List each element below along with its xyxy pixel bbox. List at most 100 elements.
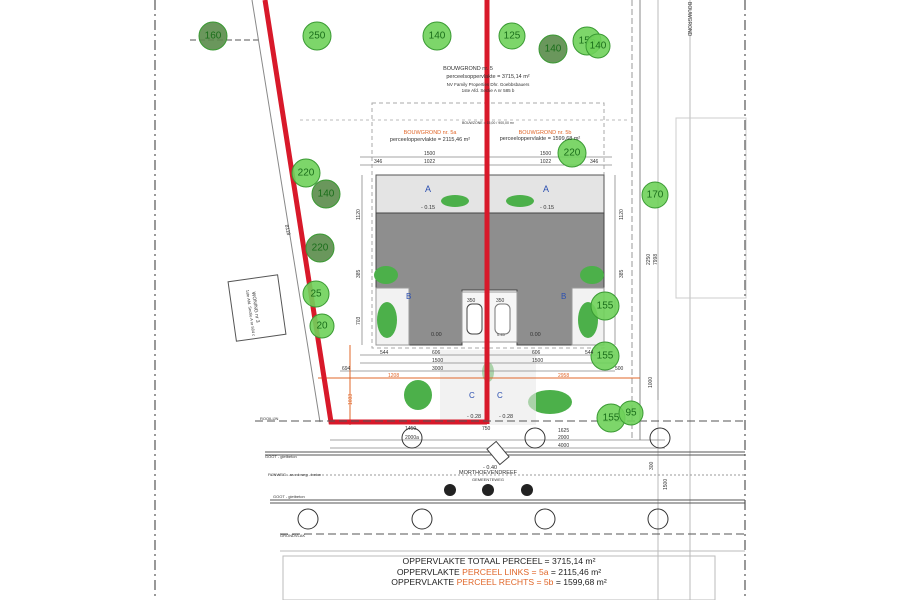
street-trees xyxy=(297,427,671,530)
svg-text:2250: 2250 xyxy=(646,254,652,265)
summary-right-area: = 1599,68 m² xyxy=(553,577,607,587)
svg-text:1625: 1625 xyxy=(558,428,569,434)
svg-text:1500: 1500 xyxy=(424,151,435,157)
summary-left-area: = 2115,46 m² xyxy=(548,566,602,577)
tree-group: 1602501401251401551402201702201402202520… xyxy=(198,21,669,433)
svg-text:300: 300 xyxy=(649,461,655,470)
tree-size-label: 25 xyxy=(310,289,322,300)
svg-text:1120: 1120 xyxy=(356,209,362,220)
zone-b-left: B xyxy=(406,292,411,301)
svg-text:1120: 1120 xyxy=(619,209,625,220)
lot-a-title: BOUWGROND nr. 5a xyxy=(404,130,458,136)
svg-text:7998: 7998 xyxy=(653,254,659,265)
terrace-a xyxy=(375,174,605,216)
summary-right-lot: PERCEEL RECHTS = 5b xyxy=(456,577,554,587)
lot-a-area: perceeloppervlakte = 2115,46 m² xyxy=(390,137,470,143)
svg-text:606: 606 xyxy=(432,350,441,356)
tree-size-label: 250 xyxy=(309,31,326,42)
rooilijn-label: ROOILIJN xyxy=(260,416,279,421)
plot-title: BOUWGROND nr. 5 xyxy=(443,66,493,72)
grondvlak-label: GRONDVLAK xyxy=(280,533,305,538)
tree-circle xyxy=(422,21,452,51)
level-garage: 0.45 xyxy=(497,332,506,337)
tree-size-label: 155 xyxy=(597,351,614,362)
level-a-left: - 0.15 xyxy=(421,205,435,211)
neighbor-left-building xyxy=(227,274,287,342)
svg-text:1208: 1208 xyxy=(388,373,399,379)
svg-text:8118: 8118 xyxy=(283,224,291,236)
street-lamps xyxy=(444,484,533,496)
car-icon xyxy=(466,303,483,335)
tree-circle xyxy=(590,291,620,321)
summary-right-prefix: OPPERVLAKTE xyxy=(391,577,457,587)
tree-circle xyxy=(585,33,611,59)
svg-text:2000: 2000 xyxy=(558,435,569,441)
lot-b-area: perceeloppervlakte = 1599,68 m² xyxy=(500,136,581,142)
svg-text:2958: 2958 xyxy=(558,373,569,379)
tree-circle xyxy=(557,138,587,168)
svg-text:1000: 1000 xyxy=(648,377,654,388)
tree-circle xyxy=(641,181,669,209)
tree-size-label: 140 xyxy=(318,189,335,200)
svg-text:750: 750 xyxy=(482,426,491,432)
tree-circle xyxy=(291,158,321,188)
tree-circle xyxy=(302,280,330,308)
neighbor-left-cadastre: 1ste Afd. Sectie A nr 584 c xyxy=(245,289,256,336)
tree-size-label: 20 xyxy=(316,321,328,332)
tree-size-label: 140 xyxy=(590,41,607,52)
plot-cadastre: 1ste Afd. Sectie A nr 585 b xyxy=(462,88,515,93)
level-c-left: - 0.28 xyxy=(467,414,481,420)
zone-a-right: A xyxy=(543,184,549,194)
tree-circle xyxy=(309,313,335,339)
tree-size-label: 95 xyxy=(625,408,637,419)
plot-owner: NV Family Properties Dhr. Goebbsbauers xyxy=(447,82,531,87)
tree-circle xyxy=(590,341,620,371)
svg-text:544: 544 xyxy=(585,350,594,356)
tree-circle xyxy=(618,400,644,426)
tree-size-label: 140 xyxy=(429,31,446,42)
shrubs xyxy=(374,195,604,414)
svg-text:2000a: 2000a xyxy=(405,435,419,441)
svg-text:385: 385 xyxy=(356,269,362,278)
svg-text:606: 606 xyxy=(532,350,541,356)
plot-total-area: perceelsoppervlakte = 3715,14 m² xyxy=(446,74,529,80)
svg-text:1500: 1500 xyxy=(540,151,551,157)
summary-box xyxy=(282,555,716,600)
svg-text:1500: 1500 xyxy=(432,358,443,364)
tree-size-label: 140 xyxy=(545,44,562,55)
left-plot-line xyxy=(251,0,321,423)
level-a-right: - 0.15 xyxy=(540,205,554,211)
neighbor-right-label: BOUWGROND xyxy=(686,2,692,37)
summary-left-prefix: OPPERVLAKTE xyxy=(396,566,463,577)
svg-text:3000: 3000 xyxy=(432,366,443,372)
tree-size-label: 125 xyxy=(504,31,521,42)
svg-text:1500: 1500 xyxy=(663,479,669,490)
summary-total: OPPERVLAKTE TOTAAL PERCEEL = 3715,14 m² xyxy=(402,556,596,566)
property-line-left-lot xyxy=(262,0,487,425)
tree-circle xyxy=(538,34,568,64)
neighbor-left-label: WONING nr 3 xyxy=(250,291,260,323)
gutter-label: GOOT - gietbeton xyxy=(265,454,297,459)
path-label: FIJNWEG - as vd weg - beton xyxy=(268,472,321,477)
svg-text:350: 350 xyxy=(467,298,476,304)
zone-c-right: C xyxy=(497,391,503,400)
svg-text:544: 544 xyxy=(380,350,389,356)
tree-size-label: 220 xyxy=(312,243,329,254)
tree-size-label: 220 xyxy=(298,168,315,179)
tree-size-label: 220 xyxy=(564,148,581,159)
tree-size-label: 155 xyxy=(597,301,614,312)
svg-text:1450: 1450 xyxy=(405,426,416,432)
svg-text:1500: 1500 xyxy=(532,358,543,364)
street-name: MORTHOEVENDREEF xyxy=(459,470,518,476)
level-street: - 0.40 xyxy=(483,465,497,471)
svg-text:1022: 1022 xyxy=(540,159,551,165)
lot-b-title: BOUWGROND nr. 5b xyxy=(519,130,572,136)
svg-text:1022: 1022 xyxy=(424,159,435,165)
svg-text:500: 500 xyxy=(615,366,624,372)
building-zone-label: BOUWZONE = 15,00 / 900,00 m² xyxy=(462,121,515,125)
level-b-right: 0.00 xyxy=(530,332,541,338)
gutter-label-2: GOOT - gietbeton xyxy=(273,494,305,499)
svg-text:4000: 4000 xyxy=(558,443,569,449)
